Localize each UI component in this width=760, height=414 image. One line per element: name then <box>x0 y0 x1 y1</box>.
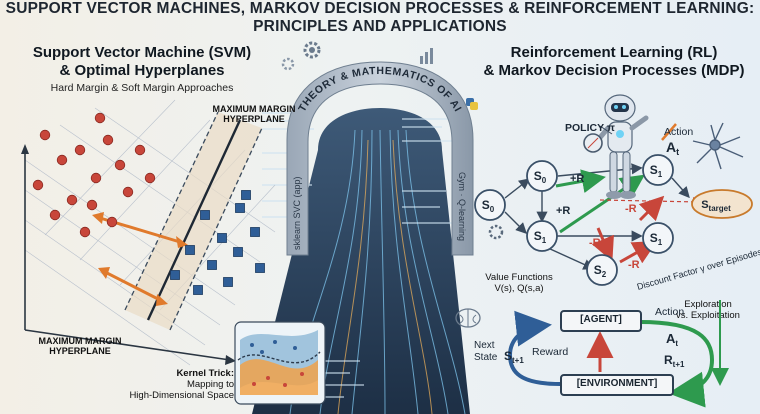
label-s1-top-right: S1 <box>650 163 663 179</box>
loop-state-label: State <box>474 352 498 363</box>
red-points <box>32 112 156 238</box>
margin-line-right <box>169 127 263 331</box>
blue-point <box>185 245 195 255</box>
label-s0-left: S0 <box>482 198 495 214</box>
arch-left-text: sklearn SVC (app) <box>292 176 302 250</box>
red-point <box>90 172 102 184</box>
reward-r2: +R <box>556 205 570 217</box>
red-point <box>134 144 146 156</box>
label-s2: S2 <box>594 263 607 279</box>
reward-r6: -R <box>628 259 640 271</box>
red-point <box>74 144 86 156</box>
red-point <box>79 226 91 238</box>
blue-point <box>223 277 233 287</box>
red-point <box>56 154 68 166</box>
blue-point <box>193 285 203 295</box>
label-s1-mid: S1 <box>534 229 547 245</box>
red-point <box>39 129 51 141</box>
red-point <box>86 199 98 211</box>
margin-line-left <box>124 111 219 311</box>
blue-points <box>170 190 265 295</box>
loop-s-symbol: St+1 <box>504 349 524 365</box>
agent-box: [AGENT] <box>560 310 642 332</box>
gear-icon <box>488 224 504 240</box>
reward-r3: -R <box>589 237 601 249</box>
penalty-arrow <box>591 227 614 262</box>
theory-arch <box>286 61 474 256</box>
node-s0-left <box>474 189 506 221</box>
blue-point <box>217 233 227 243</box>
blue-point <box>207 260 217 270</box>
mdp-nodes <box>474 154 674 286</box>
python-icon <box>466 98 478 110</box>
red-point <box>122 186 134 198</box>
red-point <box>94 112 106 124</box>
reward-r4: -R <box>625 203 637 215</box>
rl-action-symbol: At <box>666 139 679 157</box>
node-s1-mid <box>526 220 558 252</box>
svm-axes <box>24 150 231 361</box>
rl-heading: Reinforcement Learning (RL) & Markov Dec… <box>483 44 745 79</box>
blue-point <box>255 263 265 273</box>
brain-icon <box>455 308 481 328</box>
loop-r-symbol: Rt+1 <box>664 353 685 369</box>
blue-point <box>250 227 260 237</box>
policy-label: POLICY π <box>565 122 615 134</box>
hyperplane <box>146 119 242 321</box>
node-s1-right <box>642 222 674 254</box>
action-loop-arrow <box>639 320 715 408</box>
environment-box: [ENVIRONMENT] <box>560 374 674 396</box>
blue-point <box>233 247 243 257</box>
label-target: Starget <box>701 199 731 213</box>
red-point <box>102 134 114 146</box>
red-point <box>32 179 44 191</box>
reward-r1: +R <box>570 173 584 185</box>
blue-point <box>170 270 180 280</box>
red-point <box>49 209 61 221</box>
red-point <box>66 194 78 206</box>
main-title: SUPPORT VECTOR MACHINES, MARKOV DECISION… <box>5 0 755 35</box>
gear-icon <box>281 57 295 71</box>
label-s1-right: S1 <box>650 231 663 247</box>
label-s0-top: S0 <box>534 169 547 185</box>
kernel-inset <box>234 321 326 405</box>
loop-reward-label: Reward <box>532 346 568 358</box>
red-point <box>144 172 156 184</box>
state-loop-arrow <box>507 310 561 386</box>
red-point <box>114 159 126 171</box>
rl-action-label: Action <box>664 126 693 138</box>
neuron-icon <box>692 122 744 170</box>
kernel-trick-caption: Kernel Trick: Mapping to High-Dimensiona… <box>129 368 234 401</box>
compass-icon <box>583 133 603 153</box>
node-s2 <box>586 254 618 286</box>
node-s1-top-right <box>642 154 674 186</box>
reward-r5: -R <box>646 205 658 217</box>
blue-point <box>235 203 245 213</box>
loop-action-label: Action <box>655 306 684 318</box>
node-s0-top <box>526 160 558 192</box>
node-target <box>691 189 753 219</box>
loop-a-symbol: At <box>666 331 678 348</box>
gear-icon <box>303 41 321 59</box>
loop-next-label: Next <box>474 340 495 351</box>
red-point <box>106 216 118 228</box>
arch-right-text: Gym · Q-learning <box>457 172 467 241</box>
chart-icon <box>420 48 433 64</box>
blue-point <box>241 190 251 200</box>
blue-point <box>200 210 210 220</box>
svm-heading: Support Vector Machine (SVM) & Optimal H… <box>32 44 252 79</box>
svm-subtitle: Hard Margin & Soft Margin Approaches <box>50 82 234 94</box>
